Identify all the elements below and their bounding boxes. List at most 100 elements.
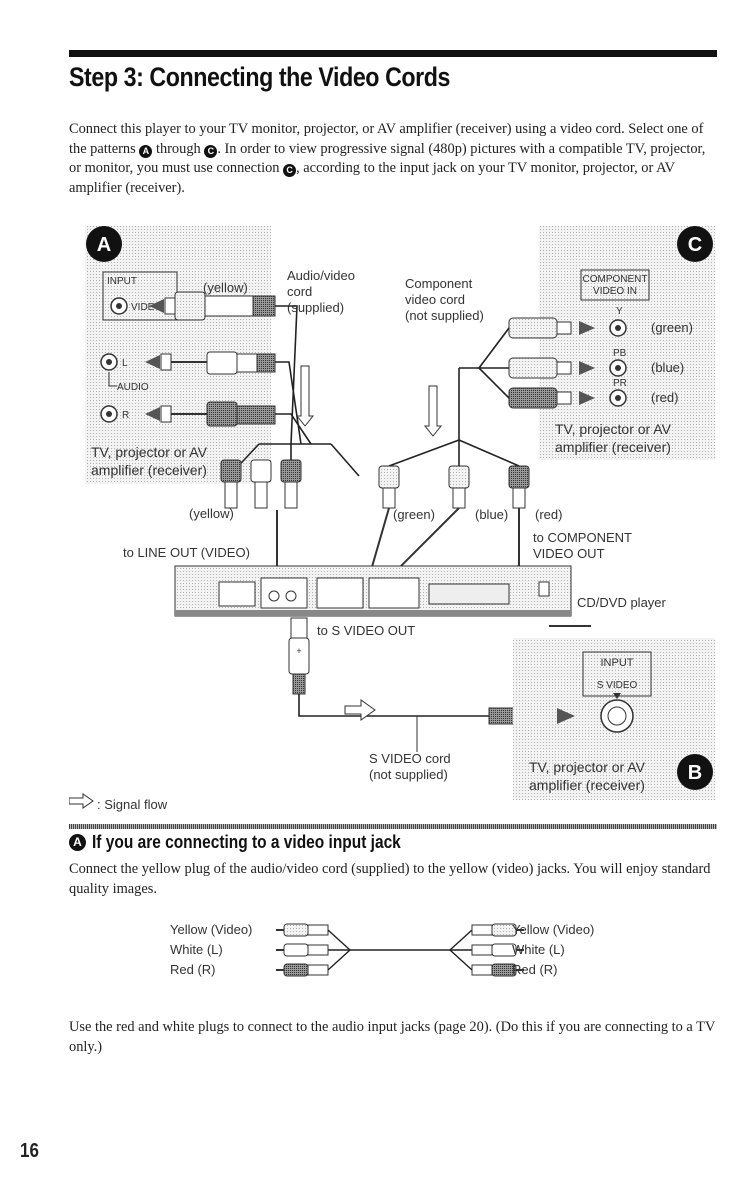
signal-flow-arrow-icon	[295, 365, 315, 427]
jack-center	[615, 325, 621, 331]
green-low-label: (green)	[393, 507, 435, 522]
s-video-jack-icon	[600, 699, 634, 733]
component-cord-line1: Component	[405, 276, 473, 291]
badge-c-label: C	[688, 234, 702, 256]
video-jack-label: VIDEO	[131, 302, 162, 313]
av-cord-line1: Audio/video	[287, 268, 355, 283]
intro-paragraph: Connect this player to your TV monitor, …	[69, 120, 717, 198]
av-cord-line2: cord	[287, 284, 312, 299]
to-component-line1: to COMPONENT	[533, 530, 632, 545]
input-label-a: INPUT	[107, 276, 137, 287]
av-cord-line3: (supplied)	[287, 300, 344, 315]
title-rule	[69, 50, 717, 57]
s-video-cord-wire	[298, 694, 489, 717]
cd-dvd-player-icon	[174, 565, 572, 617]
pr-jack-label: PR	[613, 378, 627, 389]
s-video-jack-inner	[607, 706, 627, 726]
section-divider	[69, 824, 717, 829]
left-plug-label-yellow: Yellow (Video)	[170, 922, 252, 937]
yellow-low-label: (yellow)	[189, 506, 234, 521]
s-video-cord-line2: (not supplied)	[369, 767, 448, 782]
badge-c-icon: C	[283, 164, 297, 177]
left-plugs-icon	[276, 923, 329, 977]
right-plugs-icon	[471, 923, 524, 977]
signal-flow-arrow-icon	[423, 385, 443, 437]
component-plugs-icon	[508, 317, 595, 409]
red-plug-icon	[145, 401, 276, 427]
jack-center	[615, 395, 621, 401]
y-jack-label: Y	[616, 306, 623, 317]
signal-flow-legend-icon	[69, 793, 94, 809]
blue-low-label: (blue)	[475, 507, 508, 522]
connection-diagram: A INPUT VIDEO L AUDIO R TV, projector or…	[69, 226, 715, 812]
badge-b-icon	[677, 754, 713, 790]
audio-label: AUDIO	[117, 382, 149, 393]
component-header-1: COMPONENT	[583, 274, 648, 285]
page-title: Step 3: Connecting the Video Cords	[69, 62, 451, 92]
intro-text-1: Connect this player to your TV monitor, …	[69, 121, 704, 157]
svideo-label: S VIDEO	[597, 680, 638, 691]
badge-b-label: B	[688, 762, 702, 784]
badge-c-icon	[677, 226, 713, 262]
footer-text: Use the red and white plugs to connect t…	[69, 1019, 716, 1055]
component-header-2: VIDEO IN	[593, 286, 637, 297]
signal-flow-label: : Signal flow	[97, 797, 168, 812]
lower-plugs-a	[220, 459, 302, 509]
green-label: (green)	[651, 320, 693, 335]
jack-center	[615, 365, 621, 371]
section-a-heading: A If you are connecting to a video input…	[69, 832, 451, 853]
red-low-label: (red)	[535, 507, 562, 522]
tv-a-device-line2: amplifier (receiver)	[91, 462, 207, 478]
badge-a-icon: A	[69, 834, 86, 851]
badge-c-icon: C	[204, 144, 218, 158]
jack-center	[116, 303, 122, 309]
signal-flow-arrow-icon	[344, 699, 376, 721]
audio-bracket	[108, 372, 117, 387]
r-jack-label: R	[122, 410, 129, 421]
l-jack-label: L	[122, 358, 128, 369]
tv-c-device-line2: amplifier (receiver)	[555, 439, 671, 455]
right-plug-label-white: White (L)	[512, 942, 565, 957]
yellow-top-label: (yellow)	[203, 280, 248, 295]
to-line-out-label: to LINE OUT (VIDEO)	[123, 545, 250, 560]
right-plug-label-yellow: Yellow (Video)	[512, 922, 594, 937]
tv-b-device-line1: TV, projector or AV	[529, 759, 646, 775]
s-video-cord-line1: S VIDEO cord	[369, 751, 451, 766]
plug-diagram: Yellow (Video) White (L) Red (R) Yellow …	[170, 922, 594, 977]
tv-c-device-line1: TV, projector or AV	[555, 421, 672, 437]
badge-a-icon: A	[139, 144, 153, 158]
right-plug-label-red: Red (R)	[512, 962, 558, 977]
plug-cord-wires	[327, 929, 473, 971]
down-arrow-icon	[613, 693, 621, 699]
left-plug-label-white: White (L)	[170, 942, 223, 957]
intro-text-4: , according to the input jack on your TV…	[69, 160, 675, 196]
jack-center	[106, 411, 112, 417]
lower-plugs-c	[378, 465, 530, 509]
tv-a-device-line1: TV, projector or AV	[91, 444, 208, 460]
intro-text-2: through	[152, 140, 205, 157]
jack-center	[106, 359, 112, 365]
component-cord-line2: video cord	[405, 292, 465, 307]
plug-arrow-icon	[557, 708, 575, 724]
s-video-plug-icon: +	[288, 617, 310, 695]
white-plug-icon	[145, 351, 276, 375]
badge-a-label: A	[97, 234, 111, 256]
player-label: CD/DVD player	[577, 595, 667, 610]
badge-a-icon	[86, 226, 122, 262]
page-number: 16	[20, 1140, 39, 1162]
to-s-video-label: to S VIDEO OUT	[317, 623, 415, 638]
section-a-title: If you are connecting to a video input j…	[92, 832, 401, 852]
svg-text:+: +	[296, 646, 301, 656]
left-plug-label-red: Red (R)	[170, 962, 216, 977]
component-box	[580, 269, 650, 301]
component-cord-line3: (not supplied)	[405, 308, 484, 323]
tv-panel-c	[539, 226, 715, 460]
blue-label: (blue)	[651, 360, 684, 375]
pb-jack-label: PB	[613, 348, 627, 359]
section-a-text: Connect the yellow plug of the audio/vid…	[69, 861, 711, 897]
tv-b-device-line2: amplifier (receiver)	[529, 777, 645, 793]
red-label: (red)	[651, 390, 678, 405]
component-cord-wires	[388, 327, 520, 467]
to-component-line2: VIDEO OUT	[533, 546, 605, 561]
yellow-plug-icon	[149, 291, 276, 321]
